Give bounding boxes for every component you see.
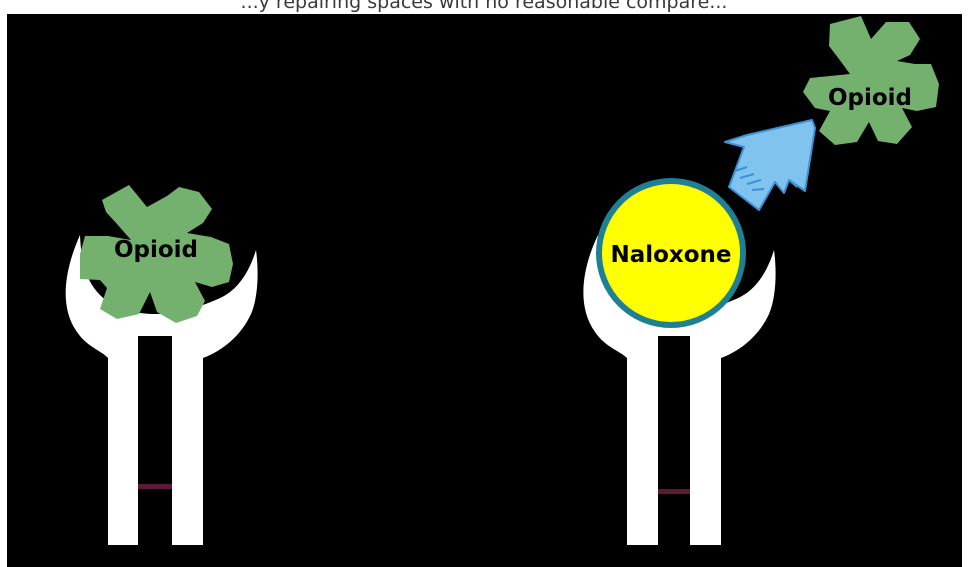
receptor-link xyxy=(138,484,172,489)
receptor-link xyxy=(658,489,690,494)
naloxone-label: Naloxone xyxy=(610,242,731,268)
naloxone: Naloxone xyxy=(599,181,743,325)
diagram: Opioid Naloxone Opioid xyxy=(7,14,962,567)
diagram-canvas: Opioid Naloxone Opioid xyxy=(7,14,962,567)
caption-strip: ...y repairing spaces with no reasonable… xyxy=(0,0,968,14)
opioid-displaced-label: Opioid xyxy=(828,85,912,111)
opioid-bound-label: Opioid xyxy=(114,237,198,263)
caption: ...y repairing spaces with no reasonable… xyxy=(0,0,968,13)
